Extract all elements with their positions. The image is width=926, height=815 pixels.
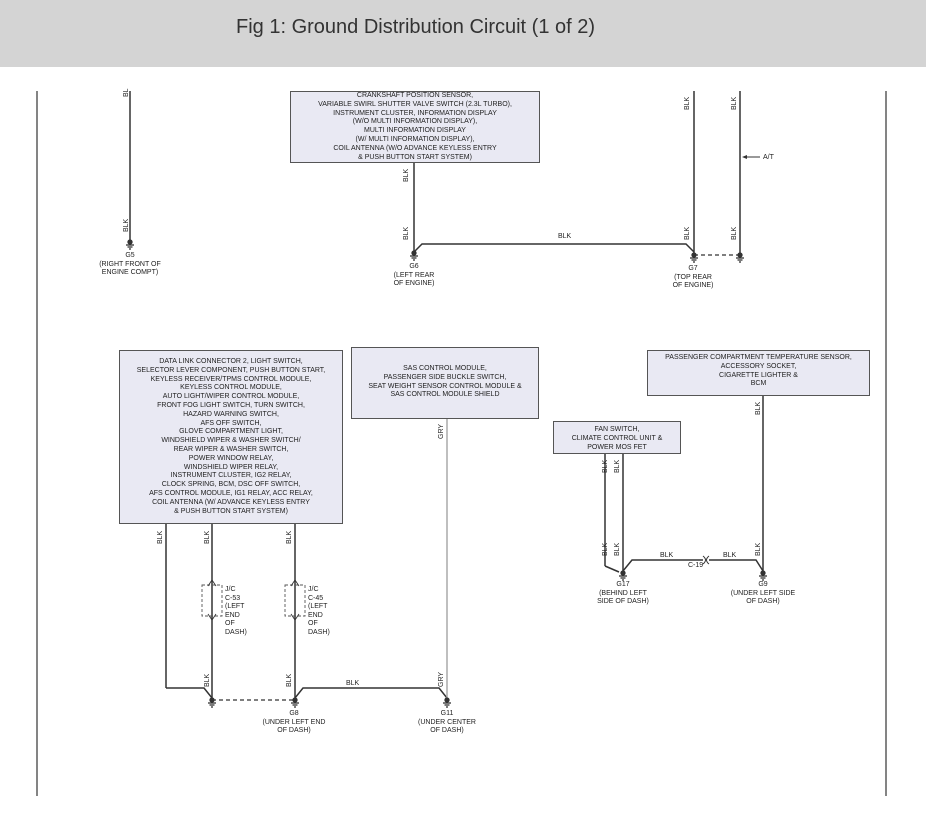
- junction-c53: [201, 579, 223, 621]
- wire-label-blk-fan-2-bottom: BLK: [614, 542, 621, 556]
- wire-label-blk-fan-2-top: BLK: [614, 459, 621, 473]
- component-box-fan: FAN SWITCH, CLIMATE CONTROL UNIT & POWER…: [553, 421, 681, 454]
- ground-label-g8: G8 (UNDER LEFT END OF DASH): [262, 710, 326, 734]
- ground-label-g9: G9 (UNDER LEFT SIDE OF DASH): [730, 581, 796, 605]
- wire-g17-c19: [622, 559, 703, 572]
- ground-label-g7: G7 (TOP REAR OF ENGINE): [672, 265, 714, 289]
- wire-label-blk-passenger-bottom: BLK: [755, 542, 762, 556]
- wire-label-blk-left-3-top: BLK: [286, 530, 293, 544]
- ground-symbol-g8: [208, 697, 299, 708]
- figure-title: Fig 1: Ground Distribution Circuit (1 of…: [236, 16, 596, 38]
- wire-g6-g7: [413, 243, 695, 253]
- connector-c19: [702, 555, 710, 565]
- component-box-passenger: PASSENGER COMPARTMENT TEMPERATURE SENSOR…: [647, 350, 870, 396]
- wire-g8-g11: [294, 687, 448, 699]
- wire-label-blk-g7-a-bottom: BLK: [684, 226, 691, 240]
- wire-fan-blk-1-bend: [604, 565, 620, 573]
- wire-label-bl-g5: BL: [123, 88, 130, 97]
- wire-label-gry-top: GRY: [438, 423, 445, 439]
- wire-label-blk-g5: BLK: [123, 218, 130, 232]
- wire-label-blk-fan-1-top: BLK: [602, 459, 609, 473]
- junction-label-c45: J/C C-45 (LEFT END OF DASH): [308, 586, 330, 636]
- figure-header: Fig 1: Ground Distribution Circuit (1 of…: [0, 0, 926, 67]
- wire-label-blk-g17: BLK: [660, 552, 674, 559]
- component-box-sas: SAS CONTROL MODULE, PASSENGER SIDE BUCKL…: [351, 347, 539, 419]
- wire-label-blk-g6-bottom: BLK: [403, 226, 410, 240]
- wire-left-blk-1-bend: [166, 687, 213, 699]
- wire-label-blk-fan-1-bottom: BLK: [602, 542, 609, 556]
- at-note: A/T: [763, 154, 774, 161]
- wire-label-blk-g8-g11: BLK: [346, 680, 360, 687]
- component-box-top-mid: CRANKSHAFT POSITION SENSOR, VARIABLE SWI…: [290, 91, 540, 163]
- wire-label-gry-bottom: GRY: [438, 671, 445, 687]
- ground-symbol-g17: [619, 570, 627, 581]
- wire-label-blk-left-3-bottom: BLK: [286, 673, 293, 687]
- ground-label-g6: G6 (LEFT REAR OF ENGINE): [393, 263, 435, 287]
- wire-label-blk-g6-top: BLK: [403, 168, 410, 182]
- ground-symbol-g6: [410, 250, 418, 261]
- connector-label-c19: C-19: [688, 562, 704, 569]
- junction-label-c53: J/C C-53 (LEFT END OF DASH): [225, 586, 247, 636]
- wire-label-blk-g7-b-bottom: BLK: [731, 226, 738, 240]
- at-arrow-head: [742, 155, 747, 159]
- wiring-svg: [36, 91, 887, 796]
- ground-symbol-g5: [126, 239, 134, 250]
- wire-c19-g9: [709, 559, 764, 572]
- junction-c45: [284, 579, 306, 621]
- wire-label-blk-left-2-top: BLK: [204, 530, 211, 544]
- ground-symbol-g11: [443, 697, 451, 708]
- ground-label-g17: G17 (BEHIND LEFT SIDE OF DASH): [597, 581, 649, 605]
- ground-symbol-g9: [759, 570, 767, 581]
- wire-label-blk-g9: BLK: [723, 552, 737, 559]
- wire-label-blk-g7-a-top: BLK: [684, 96, 691, 110]
- wire-label-blk-left-2-bottom: BLK: [204, 673, 211, 687]
- wire-label-blk-left-1-top: BLK: [157, 530, 164, 544]
- component-box-left-big: DATA LINK CONNECTOR 2, LIGHT SWITCH, SEL…: [119, 350, 343, 524]
- ground-symbol-g7: [690, 252, 744, 263]
- ground-label-g5: G5 (RIGHT FRONT OF ENGINE COMPT): [99, 252, 161, 276]
- wire-label-blk-passenger-top: BLK: [755, 401, 762, 415]
- wire-label-blk-g6-g7: BLK: [558, 233, 572, 240]
- wire-label-blk-g7-b-top: BLK: [731, 96, 738, 110]
- ground-label-g11: G11 (UNDER CENTER OF DASH): [418, 710, 476, 734]
